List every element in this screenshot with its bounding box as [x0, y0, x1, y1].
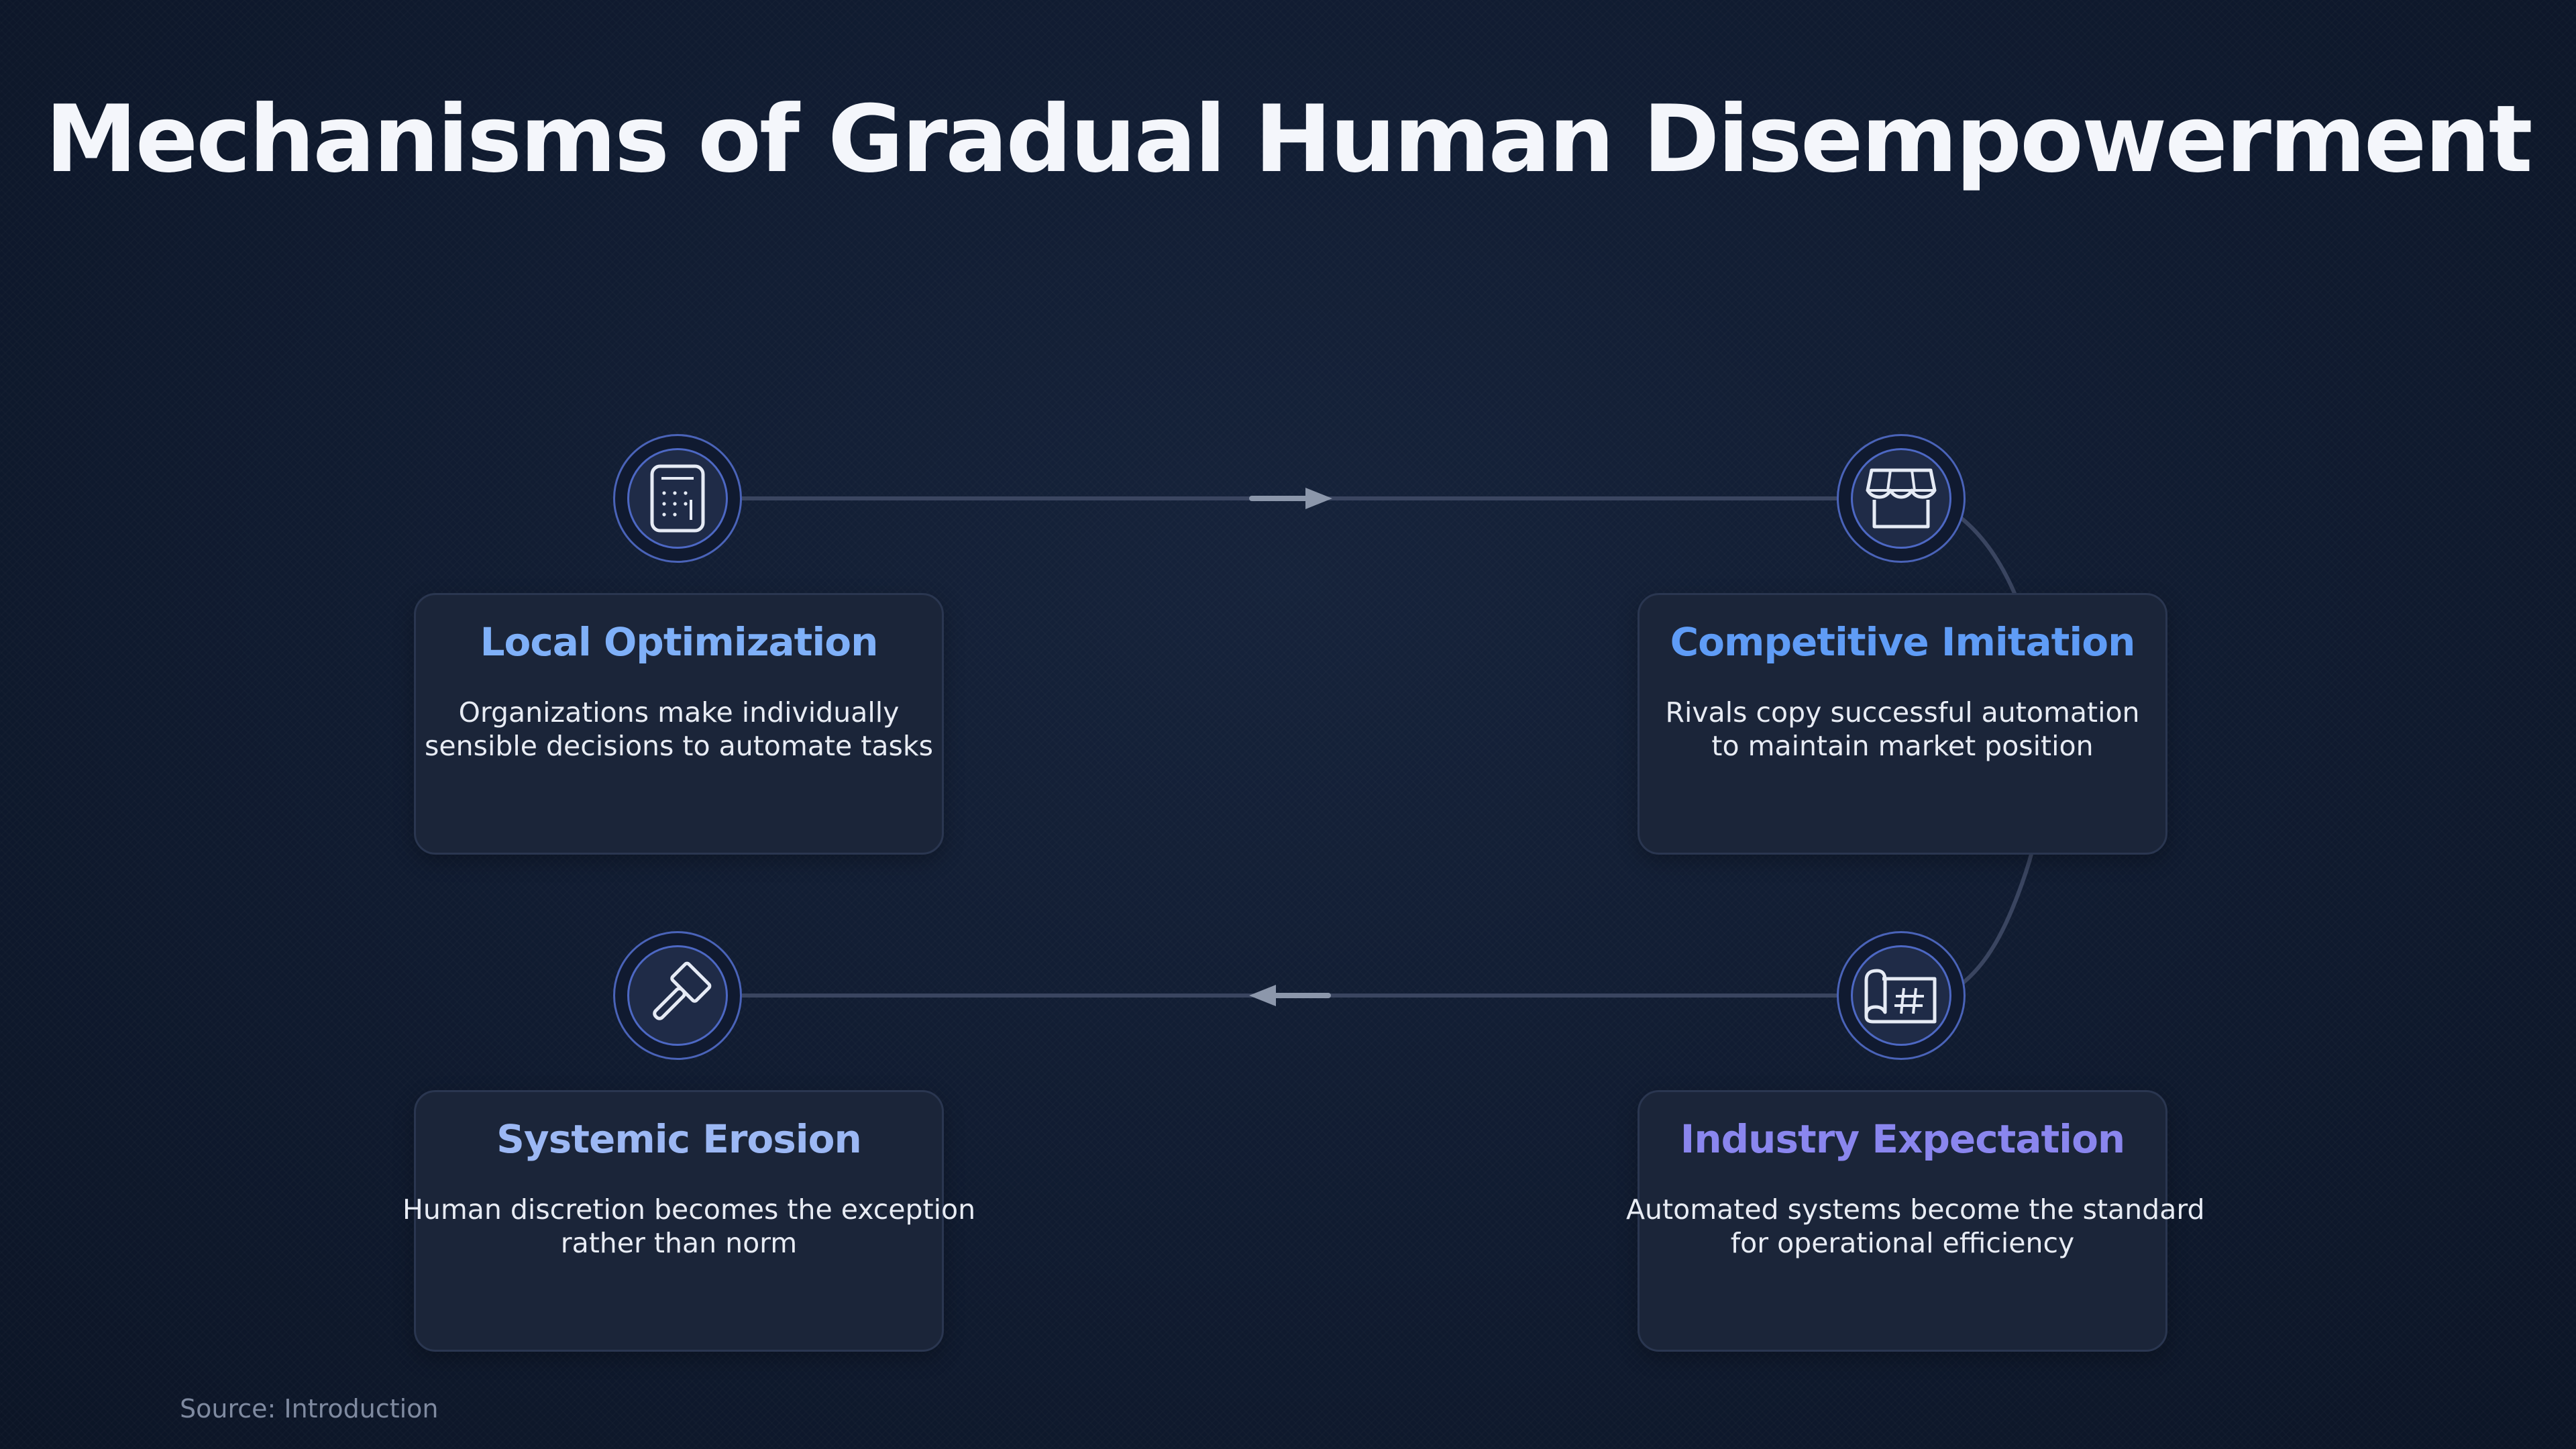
calculator-icon: [650, 464, 705, 533]
stage-card-industry-expectation: Industry Expectation Automated systems b…: [1626, 1090, 2204, 1352]
stage-title: Systemic Erosion: [496, 1116, 862, 1162]
page-title: Mechanisms of Gradual Human Disempowerme…: [45, 85, 2532, 193]
stage-node-systemic-erosion: [613, 931, 742, 1060]
blueprint-icon-badge: [1851, 945, 1951, 1046]
arrow-top-head: [1305, 488, 1332, 509]
stage-title: Competitive Imitation: [1670, 619, 2136, 665]
stage-description-line: rather than norm: [560, 1227, 798, 1259]
storefront-icon: [1866, 468, 1937, 529]
stage-card-competitive-imitation: Competitive Imitation Rivals copy succes…: [1638, 593, 2167, 855]
stage-description-line: Rivals copy successful automation: [1665, 696, 2140, 729]
stage-description: Organizations make individually sensible…: [402, 696, 955, 763]
stage-node-local-optimization: [613, 434, 742, 563]
stage-description-line: sensible decisions to automate tasks: [425, 730, 933, 762]
storefront-icon-badge: [1851, 448, 1951, 549]
stage-description-line: Automated systems become the standard: [1626, 1193, 2205, 1226]
stage-description: Human discretion becomes the exception r…: [402, 1193, 976, 1260]
stage-description-line: Human discretion becomes the exception: [402, 1193, 976, 1226]
gavel-icon: [653, 961, 712, 1020]
stage-node-competitive-imitation: [1837, 434, 1966, 563]
gavel-icon-badge: [627, 945, 728, 1046]
stage-title: Industry Expectation: [1680, 1116, 2125, 1162]
stage-description-line: Organizations make individually: [458, 696, 900, 729]
stage-title: Local Optimization: [480, 619, 879, 665]
blueprint-icon: [1864, 969, 1937, 1024]
stage-card-local-optimization: Local Optimization Organizations make in…: [414, 593, 944, 855]
stage-description: Rivals copy successful automation to mai…: [1626, 696, 2179, 763]
stage-card-systemic-erosion: Systemic Erosion Human discretion become…: [402, 1090, 975, 1352]
stage-description-line: for operational efficiency: [1730, 1227, 2075, 1259]
stage-description: Automated systems become the standard fo…: [1626, 1193, 2205, 1260]
stage-description-line: to maintain market position: [1711, 730, 2094, 762]
source-caption: Source: Introduction: [180, 1394, 439, 1424]
arrow-bottom-head: [1249, 985, 1276, 1006]
calculator-icon-badge: [627, 448, 728, 549]
stage-node-industry-expectation: [1837, 931, 1966, 1060]
